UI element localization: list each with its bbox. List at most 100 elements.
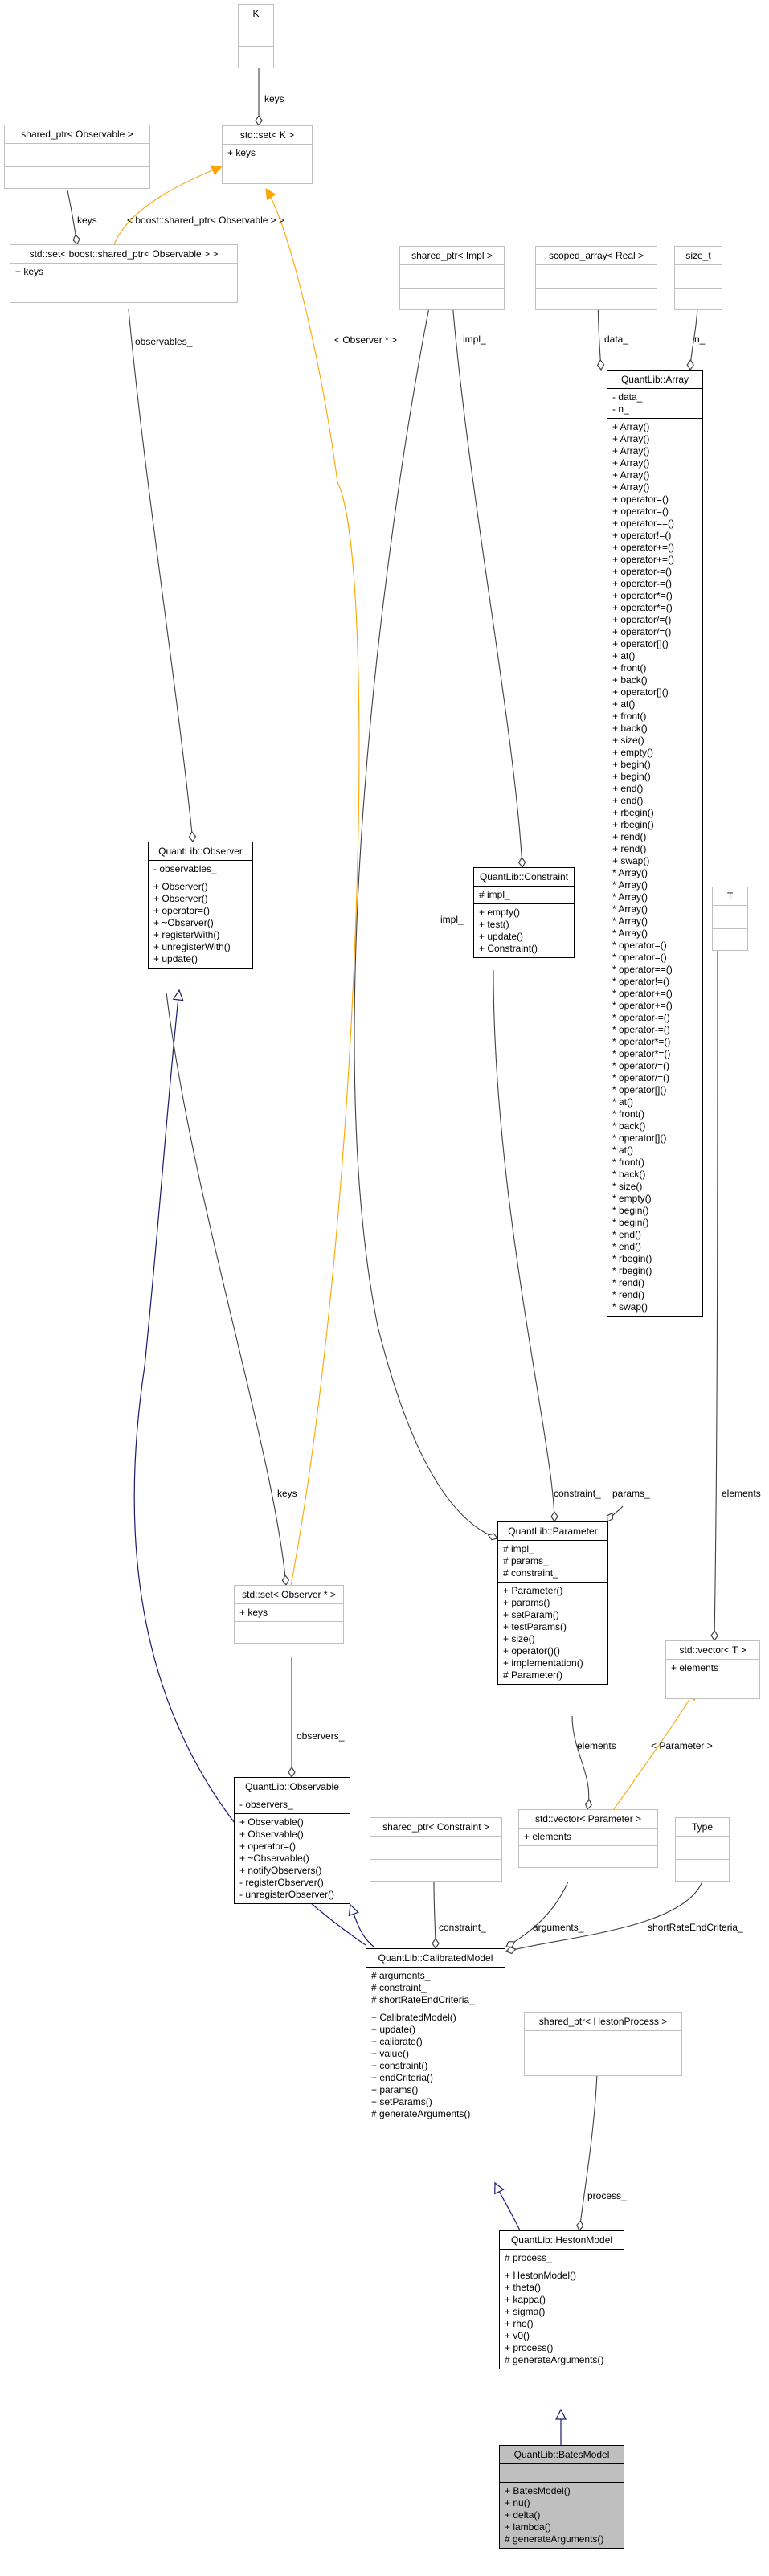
method: # generateArguments() [505, 2533, 604, 2545]
attributes-section [5, 143, 149, 166]
edge-label-elements-param: elements [577, 1740, 616, 1751]
class-title: Type [691, 1821, 713, 1833]
class-set-shared-ptr-observable[interactable]: std::set< boost::shared_ptr< Observable … [10, 244, 238, 303]
method: + end() [612, 795, 644, 806]
class-title: std::set< K > [239, 129, 295, 141]
edge-keys-obs [166, 992, 286, 1585]
class-title: K [252, 8, 260, 19]
method: * begin() [612, 1205, 649, 1216]
methods-section: + empty()+ test()+ update()+ Constraint(… [474, 903, 574, 957]
method: * begin() [612, 1217, 649, 1228]
method: + update() [479, 931, 524, 942]
method: + BatesModel() [505, 2485, 571, 2496]
attribute: # process_ [505, 2252, 552, 2263]
method: * operator[]() [612, 1132, 667, 1144]
method: + Constraint() [479, 943, 538, 954]
edge-constraint-cm [434, 1881, 436, 1948]
methods-section [675, 288, 722, 309]
methods-section: + Parameter()+ params()+ setParam()+ tes… [498, 1582, 607, 1684]
method: + params() [371, 2084, 419, 2095]
method: + constraint() [371, 2060, 428, 2071]
method: + operator=() [153, 905, 211, 916]
class-title: QuantLib::Constraint [479, 871, 569, 883]
method: + operator==() [612, 518, 675, 529]
attributes-section [370, 1836, 501, 1859]
class-shared-ptr-heston-process[interactable]: shared_ptr< HestonProcess > [524, 2012, 682, 2076]
method: * operator=() [612, 952, 667, 963]
attribute: - observables_ [153, 863, 217, 874]
edge-tmpl-sp-observable [113, 166, 222, 245]
class-array[interactable]: QuantLib::Array - data_- n_ + Array()+ A… [607, 370, 703, 1317]
method: * Array() [612, 879, 648, 891]
method: + rho() [505, 2318, 534, 2329]
method: + kappa() [505, 2294, 546, 2305]
method: + Observer() [153, 881, 208, 892]
class-scoped-array-real[interactable]: scoped_array< Real > [535, 246, 657, 310]
methods-section [370, 1859, 501, 1881]
class-bates-model[interactable]: QuantLib::BatesModel + BatesModel()+ nu(… [499, 2445, 624, 2549]
method: + unregisterWith() [153, 941, 231, 952]
method: + sigma() [505, 2306, 546, 2317]
class-shared-ptr-constraint[interactable]: shared_ptr< Constraint > [370, 1817, 502, 1882]
class-vector-t[interactable]: std::vector< T > + elements [665, 1640, 760, 1699]
methods-section [400, 288, 504, 309]
class-set-k[interactable]: std::set< K > + keys [222, 125, 313, 184]
method: * end() [612, 1229, 642, 1240]
method: + begin() [612, 759, 651, 770]
edge-label-elements-t: elements [722, 1488, 761, 1499]
methods-section: + CalibratedModel()+ update()+ calibrate… [366, 2009, 505, 2123]
methods-section [519, 1845, 657, 1867]
class-set-observer-ptr[interactable]: std::set< Observer * > + keys [234, 1585, 344, 1644]
edge-label-keys-k: keys [264, 93, 284, 104]
methods-section [666, 1677, 759, 1698]
class-shared-ptr-observable[interactable]: shared_ptr< Observable > [4, 125, 150, 189]
class-size-t[interactable]: size_t [674, 246, 722, 310]
method: + operator/=() [612, 614, 672, 625]
edge-keys-sp [67, 190, 77, 244]
class-type[interactable]: Type [675, 1817, 730, 1882]
attributes-section: + keys [235, 1603, 343, 1621]
method: + front() [612, 711, 647, 722]
methods-section [10, 281, 237, 302]
method: + update() [153, 953, 198, 964]
method: + rend() [612, 831, 647, 842]
class-title: shared_ptr< Observable > [21, 129, 133, 140]
edge-label-keys-sp: keys [77, 215, 97, 226]
edge-label-keys-obs: keys [277, 1488, 297, 1499]
method: + operator-=() [612, 578, 673, 589]
class-calibrated-model[interactable]: QuantLib::CalibratedModel # arguments_# … [366, 1948, 505, 2123]
class-t[interactable]: T [712, 887, 748, 951]
attributes-section [400, 264, 504, 288]
class-heston-model[interactable]: QuantLib::HestonModel # process_ + Hesto… [499, 2230, 624, 2369]
class-title: QuantLib::HestonModel [510, 2234, 613, 2246]
method: + operator()() [503, 1645, 561, 1657]
class-constraint[interactable]: QuantLib::Constraint # impl_ + empty()+ … [473, 867, 575, 958]
method: + operator+=() [612, 542, 675, 553]
edge-label-arguments: arguments_ [533, 1922, 584, 1933]
method: + ~Observable() [239, 1853, 309, 1864]
class-k[interactable]: K [238, 4, 274, 68]
attributes-section [713, 905, 747, 928]
edge-label-tmpl-parameter: < Parameter > [651, 1740, 713, 1751]
method: + CalibratedModel() [371, 2012, 456, 2023]
attributes-section: # process_ [500, 2249, 624, 2267]
method: * size() [612, 1181, 643, 1192]
class-vector-parameter[interactable]: std::vector< Parameter > + elements [518, 1809, 658, 1868]
method: + calibrate() [371, 2036, 423, 2047]
method: + params() [503, 1597, 550, 1608]
method: * rend() [612, 1277, 645, 1288]
edge-label-constraint-param: constraint_ [554, 1488, 601, 1499]
class-observer[interactable]: QuantLib::Observer - observables_ + Obse… [148, 842, 253, 969]
class-parameter[interactable]: QuantLib::Parameter # impl_# params_# co… [497, 1521, 608, 1685]
attribute: # params_ [503, 1555, 549, 1566]
method: + operator*=() [612, 590, 673, 601]
method: * swap() [612, 1301, 648, 1313]
edge-label-tmpl-observer-ptr: < Observer * > [334, 334, 397, 346]
class-observable[interactable]: QuantLib::Observable - observers_ + Obse… [234, 1777, 350, 1904]
class-title: std::set< boost::shared_ptr< Observable … [29, 248, 219, 260]
class-shared-ptr-impl[interactable]: shared_ptr< Impl > [399, 246, 505, 310]
edge-label-impl-constraint: impl_ [463, 334, 486, 345]
methods-section: + Observer()+ Observer()+ operator=()+ ~… [149, 878, 252, 968]
class-title: std::set< Observer * > [242, 1589, 336, 1600]
